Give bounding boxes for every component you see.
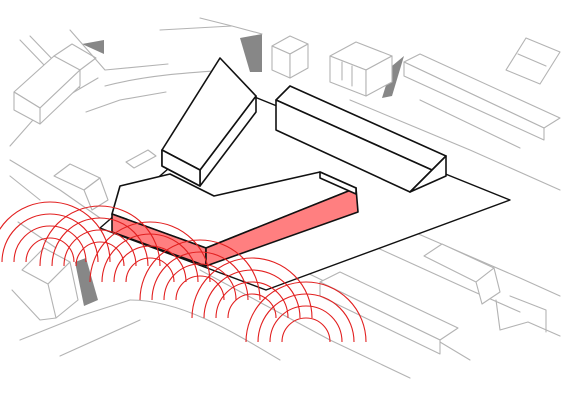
- context-building: [403, 61, 545, 141]
- noise-wave-arc: [151, 251, 249, 301]
- street-line: [11, 289, 57, 321]
- noise-wave-arc: [215, 281, 289, 319]
- street-line: [359, 239, 521, 313]
- context-shadow: [82, 40, 104, 54]
- building-l-block: [111, 171, 359, 267]
- noise-wave-arc: [227, 293, 277, 319]
- context-building: [319, 281, 441, 355]
- building-face: [161, 149, 201, 187]
- building-face: [319, 171, 357, 195]
- context-building: [289, 43, 309, 79]
- context-building: [125, 149, 157, 169]
- noise-wave-arc: [139, 239, 261, 301]
- noise-wave-arc: [51, 217, 149, 267]
- noise-wave-arc: [257, 293, 355, 343]
- noise-wave-arc: [281, 317, 331, 343]
- noise-wave-arc: [101, 233, 199, 283]
- proposed-buildings: [111, 57, 447, 267]
- context-shadow: [240, 34, 262, 72]
- context-building: [365, 55, 393, 97]
- noise-wave-arc: [163, 263, 237, 301]
- street-line: [419, 99, 521, 149]
- building-bar-east: [275, 85, 447, 193]
- noise-wave-arc: [0, 201, 111, 263]
- noise-wave-arc: [245, 281, 367, 343]
- noise-wave-arc: [39, 205, 161, 267]
- street-line: [19, 299, 131, 341]
- street-line: [9, 159, 101, 219]
- context-building: [53, 43, 97, 71]
- noise-wave-arc: [13, 225, 87, 263]
- street-line: [349, 99, 561, 191]
- noise-wave-arc: [191, 257, 313, 319]
- noise-wave-arc: [75, 241, 125, 267]
- noise-wave-arc: [203, 269, 301, 319]
- noise-wave-arc: [113, 245, 187, 283]
- context-building: [341, 61, 353, 87]
- street-line: [129, 299, 281, 361]
- street-line: [199, 17, 263, 35]
- context-layer: [9, 17, 561, 379]
- context-building: [509, 295, 547, 333]
- context-shadow: [75, 258, 98, 306]
- noise-wave-arc: [125, 257, 175, 283]
- street-line: [69, 29, 169, 71]
- context-building: [475, 267, 501, 305]
- noise-wave-arc: [89, 221, 211, 283]
- street-line: [399, 225, 561, 297]
- context-building: [495, 299, 561, 337]
- context-building: [517, 53, 547, 67]
- building-slab-north: [161, 57, 257, 187]
- street-line: [59, 319, 141, 357]
- noise-wave-arc: [175, 275, 225, 301]
- street-line: [9, 175, 41, 201]
- context-shadow: [382, 56, 404, 98]
- noise-wave-arc: [25, 237, 75, 263]
- noise-wave-arc: [1, 213, 99, 263]
- context-building: [13, 91, 41, 125]
- context-building: [47, 261, 79, 319]
- context-building: [83, 177, 109, 211]
- noise-wave-arc: [269, 305, 343, 343]
- street-line: [85, 91, 167, 113]
- noise-waves: [0, 201, 367, 343]
- building-face: [409, 155, 447, 193]
- street-line: [159, 25, 233, 31]
- street-line: [17, 221, 57, 249]
